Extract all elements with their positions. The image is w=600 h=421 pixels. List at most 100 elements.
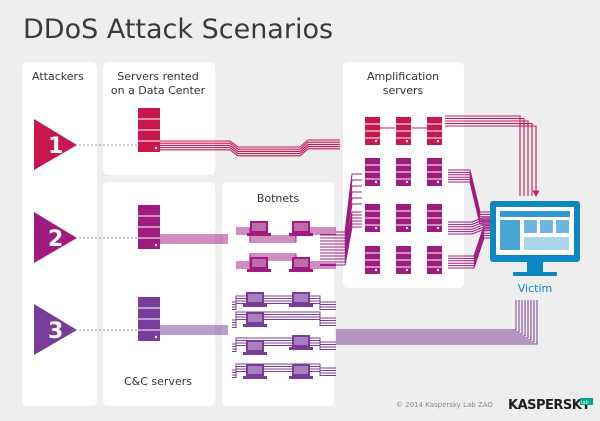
wire-scenario-1 [160,146,340,155]
wire-botnet-to-amp [320,179,362,236]
wire-botnet-3 [232,300,336,308]
wire-botnet-to-amp [320,226,362,266]
wire-botnet-to-amp [320,173,362,233]
wire-amp-to-victim [448,222,490,228]
wire-botnet-3 [232,314,336,323]
wire-botnet-to-amp [320,197,362,245]
attacker-3-number: 3 [48,319,63,344]
victim-monitor-icon [490,201,580,276]
logo-text: KASPERSKY [508,398,591,413]
wire-botnet-to-victim [336,300,535,343]
attacker-1: 1 [34,119,77,170]
server-icon-amp [427,158,442,186]
attacker-1-number: 1 [48,134,63,159]
wire-amp-to-victim [448,229,490,235]
server-icon-amp [396,158,411,186]
laptop-icon-botnet-2 [289,221,313,236]
wire-amp-to-victim [448,227,490,233]
server-icon-rented [138,108,160,152]
server-icon-amp [365,117,380,145]
copyright-text: © 2014 Kaspersky Lab ZAO [396,401,493,409]
server-icon-cc-2 [138,205,160,249]
wire-amp-to-victim [448,230,490,262]
wire-botnet-3 [232,316,336,326]
wire-botnet-to-victim [336,300,532,341]
laptop-icon-botnet-3 [289,292,313,307]
wire-scenario-1 [160,148,340,157]
laptop-icon-botnet-2 [247,221,271,236]
server-icon-amp [365,158,380,186]
laptop-icon-botnet-3 [289,364,313,379]
page-title: DDoS Attack Scenarios [23,14,333,45]
server-icon-amp [396,117,411,145]
wire-botnet-to-victim [336,300,517,331]
wire-scenario-1 [160,143,340,152]
wire-botnet-3 [232,295,336,303]
victim-label: Victim [518,282,552,295]
wire-botnet-to-victim [336,300,538,345]
wire-amp-to-victim [448,224,490,230]
wire-amp-to-victim [445,125,540,198]
wire-botnet-to-victim [336,300,523,335]
server-icon-amp [396,204,411,232]
wire-botnet-3 [232,337,336,345]
wire-amp-to-victim [448,181,490,225]
laptop-icons [243,221,313,379]
wire-scenario-1 [160,139,340,148]
wire-scenario-1 [160,141,340,150]
wire-amp-to-victim [445,117,525,196]
laptop-icon-botnet-3 [289,335,313,350]
connection-lines [160,115,540,378]
server-icon-cc-3 [138,297,160,341]
wire-amp-to-victim [448,227,490,259]
wire-amp-to-victim [448,176,490,220]
amplification-label-line2: servers [383,84,424,97]
wire-botnet-3 [232,363,336,371]
wire-botnet-3 [232,368,336,376]
attackers-label: Attackers [32,70,84,83]
laptop-icon-botnet-2 [289,257,313,272]
wire-amp-to-victim [448,225,490,257]
wire-botnet-to-victim [336,300,520,333]
wire-botnet-to-amp [320,185,362,239]
wire-amp-to-victim [445,122,533,196]
wire-botnet-3 [232,298,336,305]
kaspersky-logo: KASPERSKY lab [508,398,593,413]
wire-amp-to-victim [448,171,490,215]
wire-botnet-3 [232,371,336,378]
server-icon-amp [427,117,442,145]
wire-amp-to-victim [448,232,490,264]
wire-amp-to-victim [448,219,490,225]
wire-botnet-3 [232,319,336,328]
botnets-panel [222,182,334,406]
attacker-2: 2 [34,212,77,263]
laptop-icon-botnet-3 [243,340,267,355]
server-icons [138,108,442,341]
wire-botnet-3 [232,340,336,347]
wire-amp-to-victim [448,169,490,213]
wire-botnet-to-amp [320,220,362,260]
laptop-icon-botnet-3 [243,312,267,327]
logo-sup: lab [581,400,589,406]
wire-botnet-to-amp [320,191,362,242]
wire-botnet-to-victim [336,300,529,339]
wire-amp-to-victim [448,235,490,267]
wire-amp-to-victim [448,237,490,269]
wire-botnet-to-amp [320,214,362,254]
wire-botnet-to-amp [320,217,362,257]
amplification-label-line1: Amplification [367,70,439,83]
server-icon-amp [365,246,380,274]
wire-botnet-to-amp [320,211,362,251]
attacker-2-number: 2 [48,227,63,252]
wire-botnet-3 [232,303,336,310]
wire-amp-to-victim [448,179,490,223]
wire-botnet-3 [232,366,336,373]
wire-amp-to-victim [448,217,490,223]
wire-amp-to-victim [445,120,529,196]
server-icon-amp [365,204,380,232]
rented-servers-label-line2: on a Data Center [111,84,206,97]
wire-amp-to-victim [448,174,490,218]
server-icon-amp [396,246,411,274]
